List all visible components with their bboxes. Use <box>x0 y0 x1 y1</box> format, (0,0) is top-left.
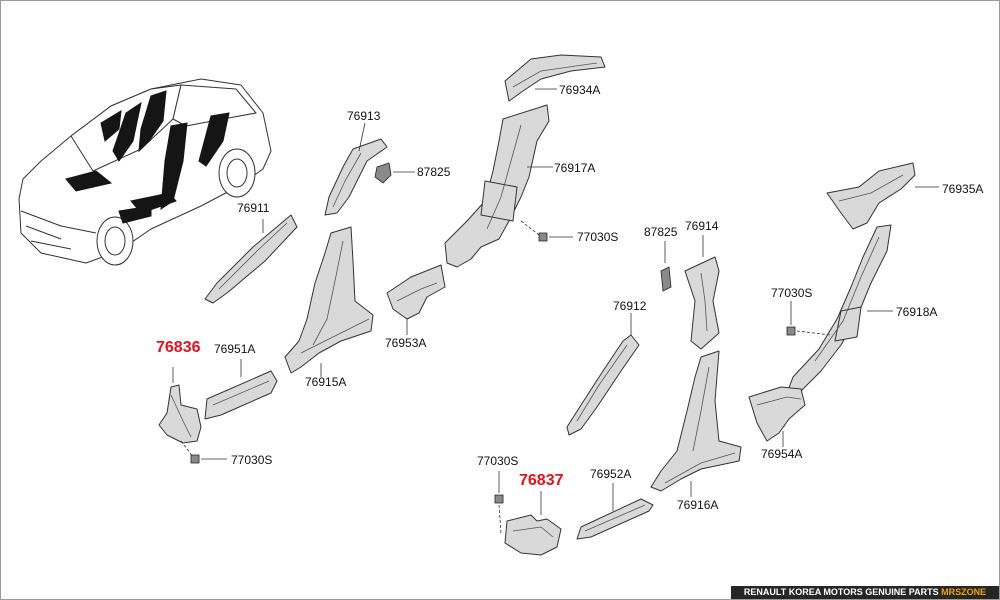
highlighted-part-76837[interactable]: 76837 <box>519 472 564 489</box>
part-76837-sill-end-trim-rear <box>504 491 562 556</box>
part-76913-upper-pillar-trim <box>324 122 388 216</box>
part-76951A-front-sill-trim <box>204 359 278 420</box>
part-76917A-quarter-trim <box>444 104 553 268</box>
part-76954A-trim-panel <box>748 386 806 447</box>
part-label-76912[interactable]: 76912 <box>613 299 647 313</box>
footer-brand: MRSZONE <box>941 587 987 597</box>
part-76953A-trim-panel <box>386 264 446 335</box>
part-76914-b-pillar-upper-trim <box>684 235 720 350</box>
part-label-76914[interactable]: 76914 <box>685 219 719 233</box>
part-76915A-lower-pillar-trim <box>284 226 374 377</box>
part-77030S-screw-d <box>494 471 504 534</box>
part-label-76915a[interactable]: 76915A <box>305 375 347 389</box>
part-label-76916a[interactable]: 76916A <box>677 498 719 512</box>
part-76934A-upper-trim <box>504 54 606 102</box>
part-label-76954a[interactable]: 76954A <box>761 447 803 461</box>
part-76952A-rear-sill-trim <box>576 483 654 540</box>
part-76935A-upper-trim <box>826 162 939 230</box>
part-label-76911[interactable]: 76911 <box>237 201 270 215</box>
part-label-76917a[interactable]: 76917A <box>554 161 596 175</box>
part-87825-clip <box>374 162 415 184</box>
part-label-76952a[interactable]: 76952A <box>590 467 632 481</box>
part-76912-a-pillar-trim-right <box>566 313 640 436</box>
part-77030S-screw-c <box>180 440 227 464</box>
part-77030S-screw-b <box>786 301 832 336</box>
footer-banner: RENAULT KOREA MOTORS GENUINE PARTS MRSZO… <box>731 586 999 599</box>
part-label-76953a[interactable]: 76953A <box>385 336 427 350</box>
part-label-76934a[interactable]: 76934A <box>559 83 601 97</box>
part-label-77030s[interactable]: 77030S <box>577 230 619 244</box>
part-label-77030s[interactable]: 77030S <box>231 453 273 467</box>
part-76916A-lower-pillar-trim <box>650 350 742 497</box>
highlighted-part-76836[interactable]: 76836 <box>156 339 201 356</box>
part-label-87825[interactable]: 87825 <box>417 165 451 179</box>
part-76911-a-pillar-trim <box>204 214 298 304</box>
part-label-76935a[interactable]: 76935A <box>942 182 984 196</box>
part-87825-clip-b <box>660 241 672 292</box>
part-label-76951a[interactable]: 76951A <box>214 342 256 356</box>
part-label-77030s[interactable]: 77030S <box>771 286 813 300</box>
part-77030S-screw-a <box>520 220 573 242</box>
part-label-76918a[interactable]: 76918A <box>896 305 938 319</box>
part-label-87825[interactable]: 87825 <box>644 225 678 239</box>
part-76918A-quarter-trim-right <box>786 224 893 394</box>
part-label-77030s[interactable]: 77030S <box>477 454 519 468</box>
part-76836-sill-end-trim <box>158 367 202 444</box>
footer-text: RENAULT KOREA MOTORS GENUINE PARTS <box>743 587 942 597</box>
vehicle-illustration <box>18 78 272 266</box>
part-label-76913[interactable]: 76913 <box>347 109 381 123</box>
